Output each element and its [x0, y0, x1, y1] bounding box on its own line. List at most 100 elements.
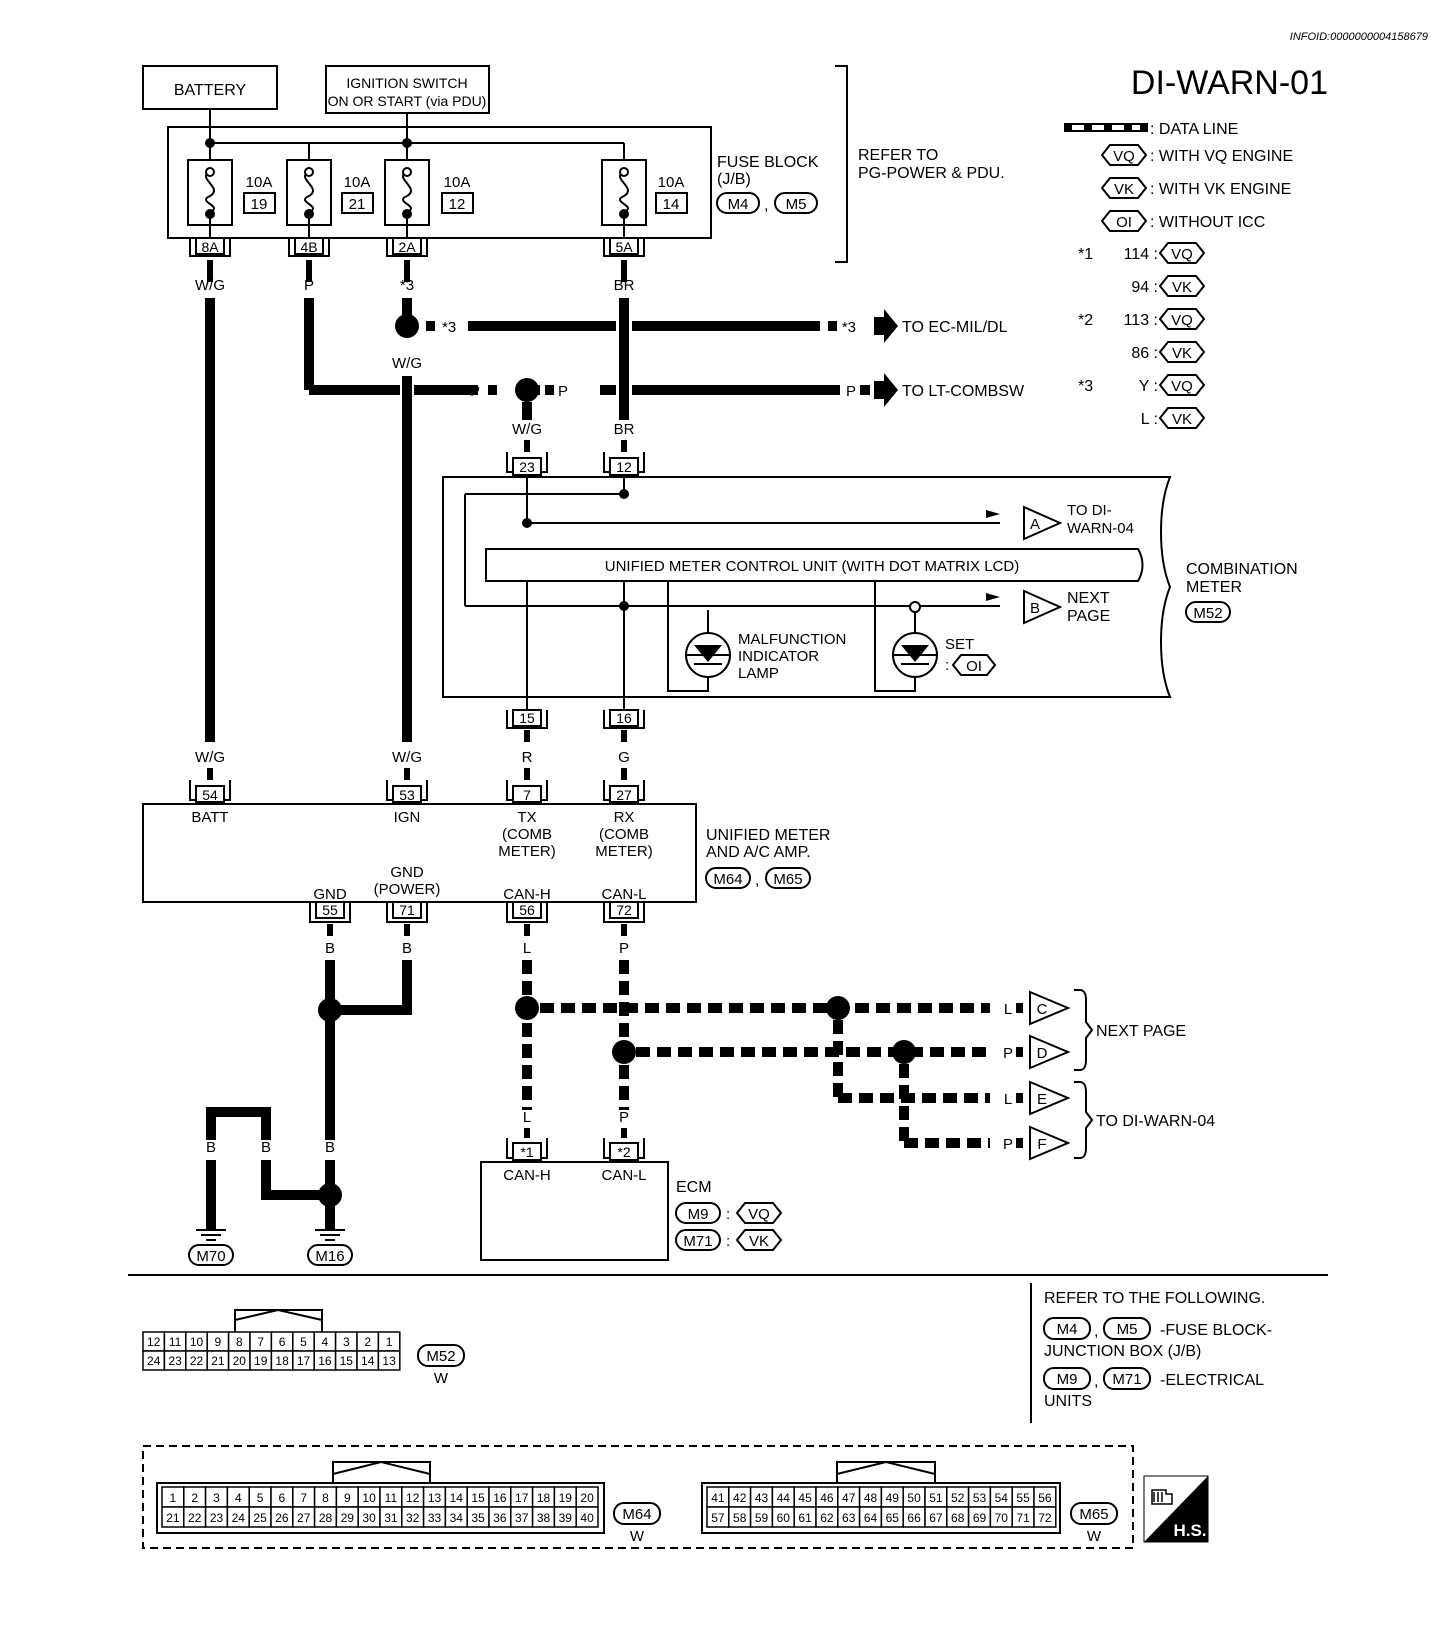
connector-pin-number: 24 [232, 1511, 246, 1525]
connector-pin-number: 17 [515, 1491, 529, 1505]
power-wires: P P P TO LT-COMBSW *3 *3 TO EC-MIL/DL W/… [205, 260, 1025, 742]
wire-wg-after-splice: W/G [392, 355, 422, 372]
connector-pin-number: 22 [190, 1354, 204, 1368]
connector-pin-number: 3 [343, 1335, 350, 1349]
wire-p-left: P [470, 383, 480, 400]
can-p-f: P [1003, 1136, 1013, 1153]
wire-p-72: P [619, 940, 629, 957]
connector-c-icon [1029, 990, 1071, 1026]
connector-group-box [142, 1445, 1134, 1549]
ignition-label-2: ON OR START (via PDU) [328, 93, 487, 109]
amp-pin-71: 71 [399, 902, 415, 918]
connector-pin-number: 2 [364, 1335, 371, 1349]
fuse-icon [619, 171, 629, 213]
legend-vk: VK [1114, 181, 1134, 198]
connector-pin-number: 49 [886, 1491, 900, 1505]
connector-pin-number: 20 [580, 1491, 594, 1505]
vk-tag-icon [1158, 407, 1206, 429]
refer-m9: M9 [1057, 1371, 1078, 1388]
legend-oi: OI [1116, 214, 1132, 231]
connector-pin-number: 8 [322, 1491, 329, 1505]
connector-pin-number: 45 [798, 1491, 812, 1505]
amp-can-h: CAN-H [503, 886, 551, 903]
connector-pin-number: 51 [929, 1491, 943, 1505]
connector-pin-number: 21 [211, 1354, 225, 1368]
connector-pin-number: 29 [341, 1511, 355, 1525]
connector-pin-number: 68 [951, 1511, 965, 1525]
m64-color: W [630, 1528, 645, 1545]
legend-y: Y : [1139, 378, 1158, 395]
connector-pin-number: 13 [428, 1491, 442, 1505]
connector-pin-number: 3 [213, 1491, 220, 1505]
connector-pin-number: 55 [1016, 1491, 1030, 1505]
legend-star3-vk: VK [1172, 411, 1192, 428]
unified-meter-ac-amp: W/G W/G R G 54 53 7 27 BATT IGN TX (COMB… [142, 749, 830, 957]
refer-following: REFER TO THE FOLLOWING. M4 , M5 -FUSE BL… [1043, 1290, 1272, 1410]
legend-113: 113 : [1124, 312, 1158, 329]
wire-b-71: B [402, 940, 412, 957]
term-5a: 5A [615, 239, 633, 255]
connector-pin-number: 21 [166, 1511, 180, 1525]
fuse-block-conn-m4: M4 [728, 196, 749, 213]
connector-d-icon [1029, 1034, 1071, 1070]
connector-pin-number: 39 [559, 1511, 573, 1525]
connector-pin-number: 34 [450, 1511, 464, 1525]
legend-vq: VQ [1113, 148, 1135, 165]
wire-l-56: L [523, 940, 531, 957]
connector-pin-number: 57 [711, 1511, 725, 1525]
conn-c: C [1037, 1001, 1048, 1018]
connector-pin-number: 8 [236, 1335, 243, 1349]
refer-electrical: -ELECTRICAL [1160, 1372, 1264, 1389]
connector-pin-number: 23 [210, 1511, 224, 1525]
connector-pin-number: 14 [361, 1354, 375, 1368]
can-l-e: L [1004, 1091, 1012, 1108]
fuse-block-comma: , [764, 197, 768, 214]
legend-86: 86 : [1131, 345, 1158, 362]
to-ec-mil-dl: TO EC-MIL/DL [902, 319, 1008, 336]
refer-units: UNITS [1044, 1393, 1092, 1410]
refer-m4: M4 [1057, 1321, 1078, 1338]
ground-m70: M70 [196, 1248, 225, 1265]
connector-pin-number: 14 [450, 1491, 464, 1505]
amp-name-2: AND A/C AMP. [706, 844, 811, 861]
connector-pin-number: 37 [515, 1511, 529, 1525]
set-label: SET [945, 636, 974, 653]
connector-pin-number: 41 [711, 1491, 725, 1505]
term-8a: 8A [201, 239, 219, 255]
connector-pin-number: 10 [362, 1491, 376, 1505]
fuse-icon [205, 171, 215, 213]
connector-pin-number: 9 [344, 1491, 351, 1505]
amp-conn-m65: M65 [773, 871, 802, 888]
ground-m16: M16 [315, 1248, 344, 1265]
connector-pin-number: 42 [733, 1491, 747, 1505]
connector-pin-number: 16 [493, 1491, 507, 1505]
amp-gnd-power-1: GND [390, 864, 424, 881]
connector-pin-number: 53 [973, 1491, 987, 1505]
amp-gnd: GND [313, 886, 347, 903]
connector-a-icon [1023, 505, 1063, 541]
connector-pin-number: 1 [386, 1335, 393, 1349]
wire-star3-2a: *3 [400, 277, 414, 294]
legend-with-vk: : WITH VK ENGINE [1150, 181, 1291, 198]
connector-pin-number: 19 [559, 1491, 573, 1505]
amp-pin-27: 27 [616, 787, 632, 803]
connector-pin-number: 66 [907, 1511, 921, 1525]
amp-comma: , [755, 872, 759, 889]
legend-l: L : [1141, 411, 1158, 428]
oi-tag-icon [951, 654, 997, 676]
connector-pin-number: 71 [1016, 1511, 1030, 1525]
connector-pin-number: 18 [275, 1354, 289, 1368]
m65-label: M65 [1079, 1506, 1108, 1523]
connector-pin-number: 27 [297, 1511, 311, 1525]
ecm-m9: M9 [688, 1206, 709, 1223]
wire-p-right: P [558, 383, 568, 400]
amp-tx-3: METER) [498, 843, 556, 860]
to-lt-combsw: TO LT-COMBSW [902, 383, 1025, 400]
ecm-vk: VK [749, 1233, 769, 1250]
ground-b-3: B [325, 1139, 335, 1156]
splice-p [515, 378, 539, 402]
can-to-di-warn04: TO DI-WARN-04 [1096, 1113, 1215, 1130]
